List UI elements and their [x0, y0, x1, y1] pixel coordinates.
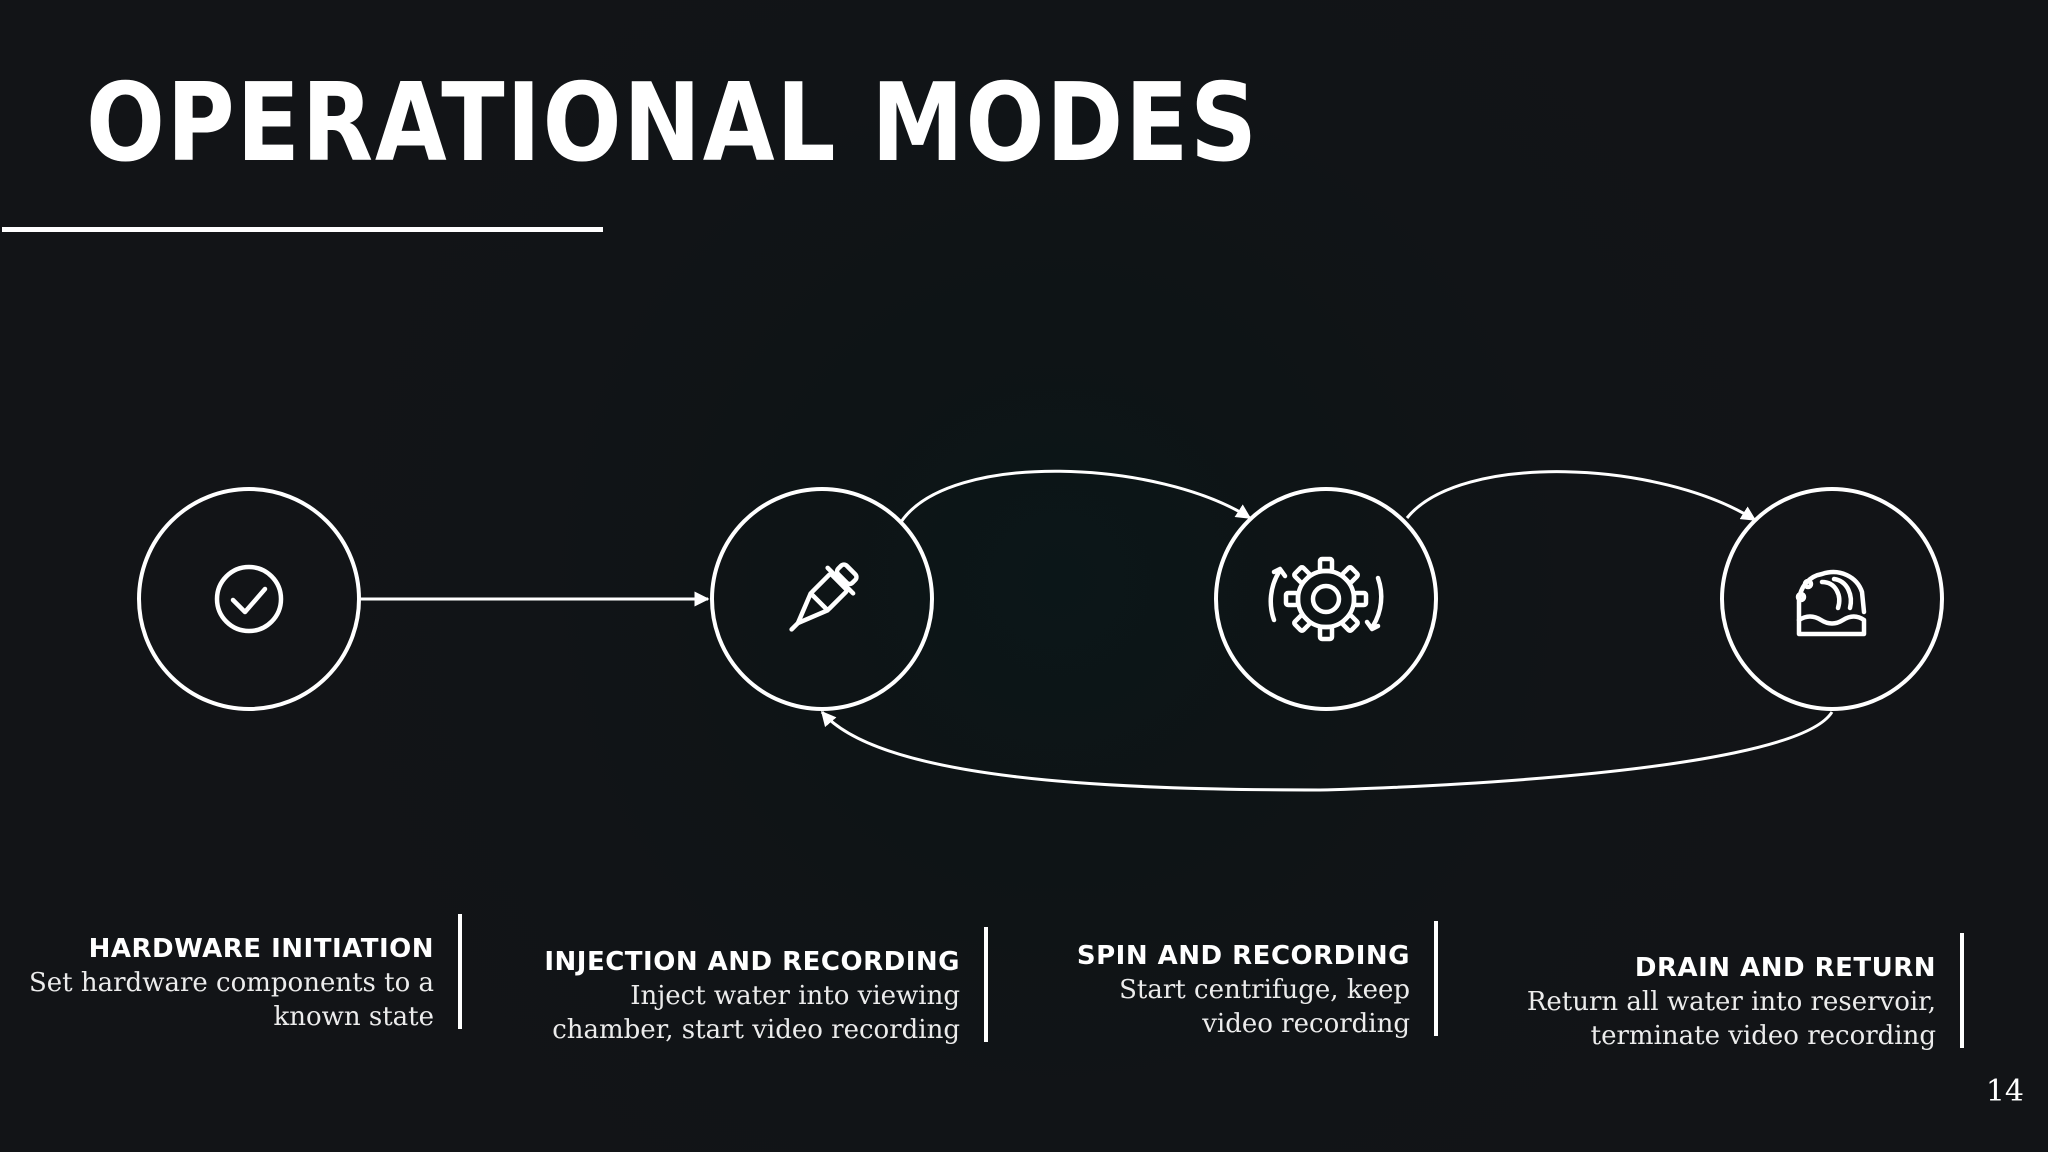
mode-heading: HARDWARE INITIATION [88, 934, 434, 964]
mode-heading: DRAIN AND RETURN [1634, 953, 1936, 983]
mode-heading: INJECTION AND RECORDING [544, 947, 960, 977]
mode-description: Set hardware components to a known state [28, 968, 434, 1032]
title-underline [2, 227, 603, 232]
transition-arrow-drain-to-injection [820, 710, 1834, 792]
mode-description: Inject water into viewing chamber, start… [552, 981, 960, 1045]
gear-rotate-icon [1268, 556, 1384, 642]
mode-node-injection-and-recording [710, 487, 934, 711]
mode-node-drain-and-return [1720, 487, 1944, 711]
slide-title: OPERATIONAL MODES [86, 61, 1259, 186]
mode-label-drain-and-return: DRAIN AND RETURN Return all water into r… [1466, 951, 1936, 1053]
label-divider [1434, 921, 1438, 1036]
label-divider [984, 927, 988, 1042]
transition-arrow-spin-to-drain [1405, 470, 1757, 522]
mode-description: Start centrifuge, keep video recording [1119, 975, 1410, 1039]
mode-label-hardware-initiation: HARDWARE INITIATION Set hardware compone… [14, 932, 434, 1034]
mode-description: Return all water into reservoir, termina… [1526, 987, 1936, 1051]
dropper-icon [789, 562, 859, 632]
wave-icon [1795, 569, 1867, 637]
label-divider [1960, 933, 1964, 1048]
mode-node-hardware-initiation [137, 487, 361, 711]
label-divider [458, 914, 462, 1029]
check-circle-icon [214, 564, 284, 634]
mode-node-spin-and-recording [1214, 487, 1438, 711]
mode-heading: SPIN AND RECORDING [1076, 941, 1410, 971]
transition-arrow-injection-to-spin [899, 469, 1252, 523]
mode-label-injection-and-recording: INJECTION AND RECORDING Inject water int… [540, 945, 960, 1047]
mode-label-spin-and-recording: SPIN AND RECORDING Start centrifuge, kee… [1050, 939, 1410, 1041]
page-number: 14 [1985, 1074, 2024, 1109]
